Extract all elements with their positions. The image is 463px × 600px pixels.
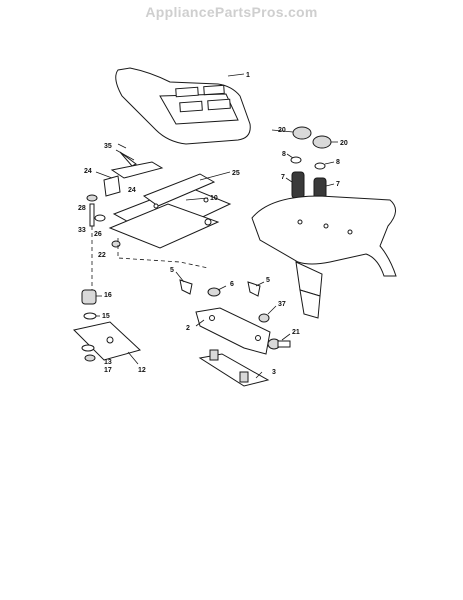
bushing-part-16[interactable] — [81, 289, 97, 305]
nut-part-8-left[interactable] — [290, 156, 302, 164]
callout-6: 6 — [230, 281, 234, 288]
callout-8-left: 8 — [282, 151, 286, 158]
leader-8-left — [286, 153, 294, 159]
hinge-plate-part[interactable] — [108, 197, 220, 249]
leader-3 — [255, 371, 263, 379]
washer-part-13[interactable] — [81, 344, 95, 352]
callout-24-upper: 24 — [84, 168, 92, 175]
washer-part-26[interactable] — [94, 214, 106, 222]
slide-rail-part-3[interactable] — [198, 349, 270, 387]
callout-16: 16 — [104, 292, 112, 299]
leader-8-right — [324, 161, 335, 165]
callout-26: 26 — [94, 231, 102, 238]
spring-part-left[interactable] — [291, 171, 305, 199]
leader-35 — [117, 143, 127, 149]
clip-part-5-right[interactable] — [247, 281, 261, 297]
leader-12 — [127, 351, 139, 365]
callout-20-right: 20 — [340, 140, 348, 147]
leader-5-right — [255, 281, 265, 287]
leader-6 — [217, 285, 227, 291]
callout-7-right: 7 — [336, 181, 340, 188]
callout-25: 25 — [232, 170, 240, 177]
washer-part-15[interactable] — [83, 312, 97, 320]
callout-8-right: 8 — [336, 159, 340, 166]
leader-2 — [195, 319, 205, 327]
fender-assembly — [251, 195, 397, 319]
leader-20-left — [271, 129, 294, 133]
callout-10: 10 — [210, 195, 218, 202]
mounting-plate-part-12[interactable] — [73, 321, 141, 361]
callout-7-left: 7 — [281, 174, 285, 181]
callout-2: 2 — [186, 325, 190, 332]
watermark: AppliancePartsPros.com — [145, 4, 318, 20]
nut-part-6[interactable] — [207, 287, 221, 297]
nut-part-17[interactable] — [84, 354, 96, 362]
callout-21: 21 — [292, 329, 300, 336]
seat-part[interactable] — [115, 67, 251, 145]
leader-7-left — [285, 177, 293, 183]
nut-part-8-right[interactable] — [314, 162, 326, 170]
callout-1: 1 — [246, 72, 250, 79]
clip-part-5-left[interactable] — [179, 279, 193, 295]
seat-bracket-part-2[interactable] — [195, 307, 271, 355]
bolt-part-33[interactable] — [89, 203, 95, 227]
nut-part-37[interactable] — [258, 313, 270, 323]
callout-37: 37 — [278, 301, 286, 308]
callout-13: 13 — [104, 359, 112, 366]
callout-24-lower: 24 — [128, 187, 136, 194]
callout-20-left: 20 — [278, 127, 286, 134]
guide-line-center — [117, 238, 209, 269]
callout-5-left: 5 — [170, 267, 174, 274]
spacer-part-left[interactable] — [292, 126, 312, 140]
leader-7-right — [325, 183, 335, 187]
leader-21 — [281, 333, 291, 341]
nut-part-22[interactable] — [111, 240, 121, 248]
callout-22: 22 — [98, 252, 106, 259]
washer-part-28[interactable] — [86, 194, 98, 202]
callout-28: 28 — [78, 205, 86, 212]
leader-37 — [267, 305, 277, 315]
callout-5-right: 5 — [266, 277, 270, 284]
callout-17: 17 — [104, 367, 112, 374]
callout-33: 33 — [78, 227, 86, 234]
callout-15: 15 — [102, 313, 110, 320]
seat-bracket-part[interactable] — [95, 161, 164, 197]
spacer-part-right[interactable] — [312, 135, 332, 149]
rod-part[interactable] — [115, 149, 137, 167]
callout-35: 35 — [104, 143, 112, 150]
callout-12: 12 — [138, 367, 146, 374]
callout-3: 3 — [272, 369, 276, 376]
bolt-part-21[interactable] — [267, 338, 291, 350]
leader-5-left — [175, 271, 185, 283]
